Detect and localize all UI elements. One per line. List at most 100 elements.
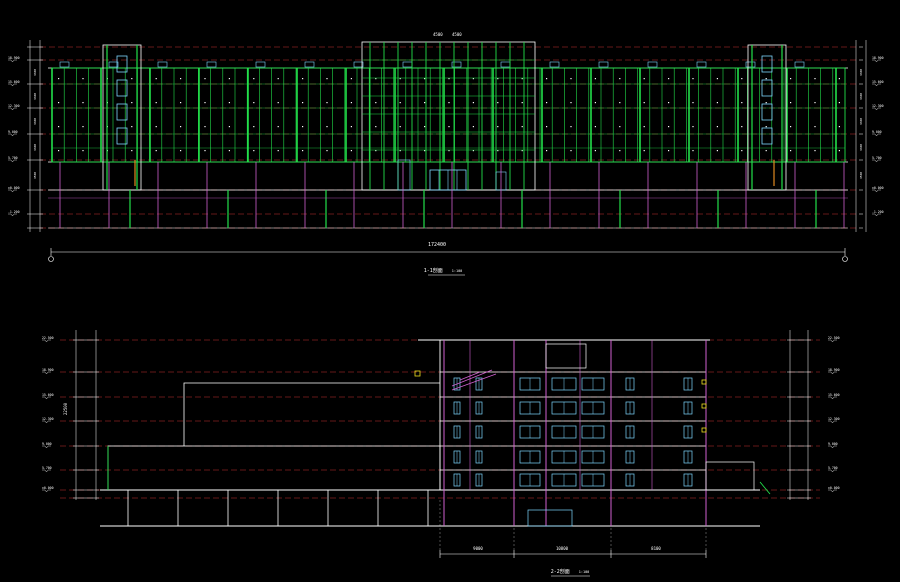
elevation-tower-window bbox=[761, 127, 773, 145]
elevation-window-mark bbox=[521, 78, 523, 80]
elevation-window-mark bbox=[692, 150, 694, 152]
elevation-window-mark bbox=[424, 126, 426, 128]
elevation-window-mark bbox=[350, 102, 352, 104]
section-parapet-mark bbox=[414, 370, 421, 377]
elevation-window-mark bbox=[180, 126, 182, 128]
elevation-level-label: 12.300 bbox=[8, 104, 20, 108]
elevation-window-mark bbox=[131, 150, 133, 152]
elevation-roof-cap bbox=[745, 61, 756, 68]
elevation-window-mark bbox=[765, 126, 767, 128]
level-marker-icon bbox=[42, 469, 51, 473]
elevation-level-label: -1.200 bbox=[872, 210, 884, 214]
elevation-roof-cap bbox=[157, 61, 168, 68]
level-marker-icon bbox=[42, 371, 51, 375]
level-marker-icon bbox=[42, 339, 51, 343]
elevation-window-mark bbox=[472, 126, 474, 128]
section-level-label: 15.600 bbox=[42, 393, 54, 397]
elevation-window-mark bbox=[814, 102, 816, 104]
elevation-window-mark bbox=[82, 78, 84, 80]
elevation-window-mark bbox=[228, 150, 230, 152]
elevation-tower-window bbox=[116, 55, 128, 73]
elevation-roof-cap bbox=[598, 61, 609, 68]
elevation-window-mark bbox=[302, 102, 304, 104]
elevation-tower-window bbox=[761, 79, 773, 97]
elevation-window-mark bbox=[131, 78, 133, 80]
section-level-label: 22.500 bbox=[42, 336, 54, 340]
level-marker-icon bbox=[8, 159, 17, 163]
elevation-level-label: 12.300 bbox=[872, 104, 884, 108]
elevation-window-mark bbox=[277, 126, 279, 128]
elevation-window-mark bbox=[82, 102, 84, 104]
elevation-window-mark bbox=[594, 78, 596, 80]
elevation-top-dim-1: 4500 bbox=[433, 32, 443, 37]
elevation-title-scale: 1:100 bbox=[452, 269, 463, 273]
section-facade-mark bbox=[701, 403, 707, 409]
elevation-window-mark bbox=[350, 126, 352, 128]
elevation-floor-height: 3300 bbox=[33, 93, 37, 100]
elevation-window-mark bbox=[546, 150, 548, 152]
elevation-window-mark bbox=[668, 150, 670, 152]
elevation-window-mark bbox=[692, 102, 694, 104]
elevation-level-label: 9.000 bbox=[8, 130, 18, 134]
elevation-window-mark bbox=[716, 126, 718, 128]
elevation-window-mark bbox=[594, 126, 596, 128]
elevation-level-label: 15.600 bbox=[872, 80, 884, 84]
level-marker-icon bbox=[872, 133, 881, 137]
elevation-window-mark bbox=[253, 102, 255, 104]
elevation-window-mark bbox=[472, 150, 474, 152]
elevation-window-mark bbox=[790, 150, 792, 152]
elevation-level-labels: 18.900 15.600 12.300 9.000 5.700 ±0.000 -1.200… bbox=[8, 56, 884, 217]
level-marker-icon bbox=[42, 445, 51, 449]
elevation-window-mark bbox=[180, 102, 182, 104]
elevation-level-label: -1.200 bbox=[8, 210, 20, 214]
elevation-window-mark bbox=[741, 126, 743, 128]
elevation-window-mark bbox=[155, 78, 157, 80]
elevation-level-label: ±0.000 bbox=[872, 186, 884, 190]
elevation-floor-height: 3300 bbox=[33, 144, 37, 151]
section-ramp bbox=[759, 481, 771, 495]
section-level-label: 9.000 bbox=[828, 442, 838, 446]
section-level-label: 18.900 bbox=[42, 368, 54, 372]
elevation-window-mark bbox=[716, 150, 718, 152]
section-level-label: 9.000 bbox=[42, 442, 52, 446]
elevation-window-mark bbox=[253, 78, 255, 80]
elevation-building-body bbox=[48, 41, 848, 229]
section-drawing: 22.50018.90015.60012.3009.0005.700±0.000… bbox=[42, 330, 840, 577]
elevation-window-mark bbox=[180, 78, 182, 80]
elevation-window-mark bbox=[204, 126, 206, 128]
elevation-stair-tower bbox=[747, 44, 787, 191]
elevation-window-mark bbox=[399, 150, 401, 152]
elevation-floor-height: 4500 bbox=[33, 172, 37, 179]
axis-bubble-icon bbox=[842, 256, 848, 262]
elevation-level-label: ±0.000 bbox=[8, 186, 20, 190]
axis-bubble-icon bbox=[48, 256, 54, 262]
section-level-labels: 22.50018.90015.60012.3009.0005.700±0.000… bbox=[42, 336, 840, 493]
elevation-window-mark bbox=[692, 78, 694, 80]
elevation-window-mark bbox=[131, 102, 133, 104]
elevation-roof-cap bbox=[304, 61, 315, 68]
elevation-window-mark bbox=[302, 150, 304, 152]
elevation-window-mark bbox=[521, 126, 523, 128]
elevation-title-name: 1-1剖面 bbox=[424, 267, 443, 274]
elevation-window-mark bbox=[521, 150, 523, 152]
elevation-roof-cap bbox=[794, 61, 805, 68]
elevation-window-mark bbox=[497, 150, 499, 152]
elevation-window-mark bbox=[204, 78, 206, 80]
elevation-window-mark bbox=[546, 78, 548, 80]
elevation-level-label: 5.700 bbox=[872, 156, 882, 160]
elevation-window-mark bbox=[741, 102, 743, 104]
level-marker-icon bbox=[42, 489, 51, 493]
elevation-window-mark bbox=[814, 78, 816, 80]
elevation-level-label: 18.900 bbox=[872, 56, 884, 60]
level-marker-icon bbox=[828, 469, 837, 473]
section-title-scale: 1:100 bbox=[579, 570, 590, 574]
elevation-window-mark bbox=[424, 150, 426, 152]
level-marker-icon bbox=[828, 445, 837, 449]
elevation-window-mark bbox=[838, 150, 840, 152]
elevation-roof-cap bbox=[647, 61, 658, 68]
elevation-window-mark bbox=[448, 78, 450, 80]
level-marker-icon bbox=[8, 107, 17, 111]
elevation-window-mark bbox=[619, 102, 621, 104]
elevation-window-mark bbox=[375, 102, 377, 104]
